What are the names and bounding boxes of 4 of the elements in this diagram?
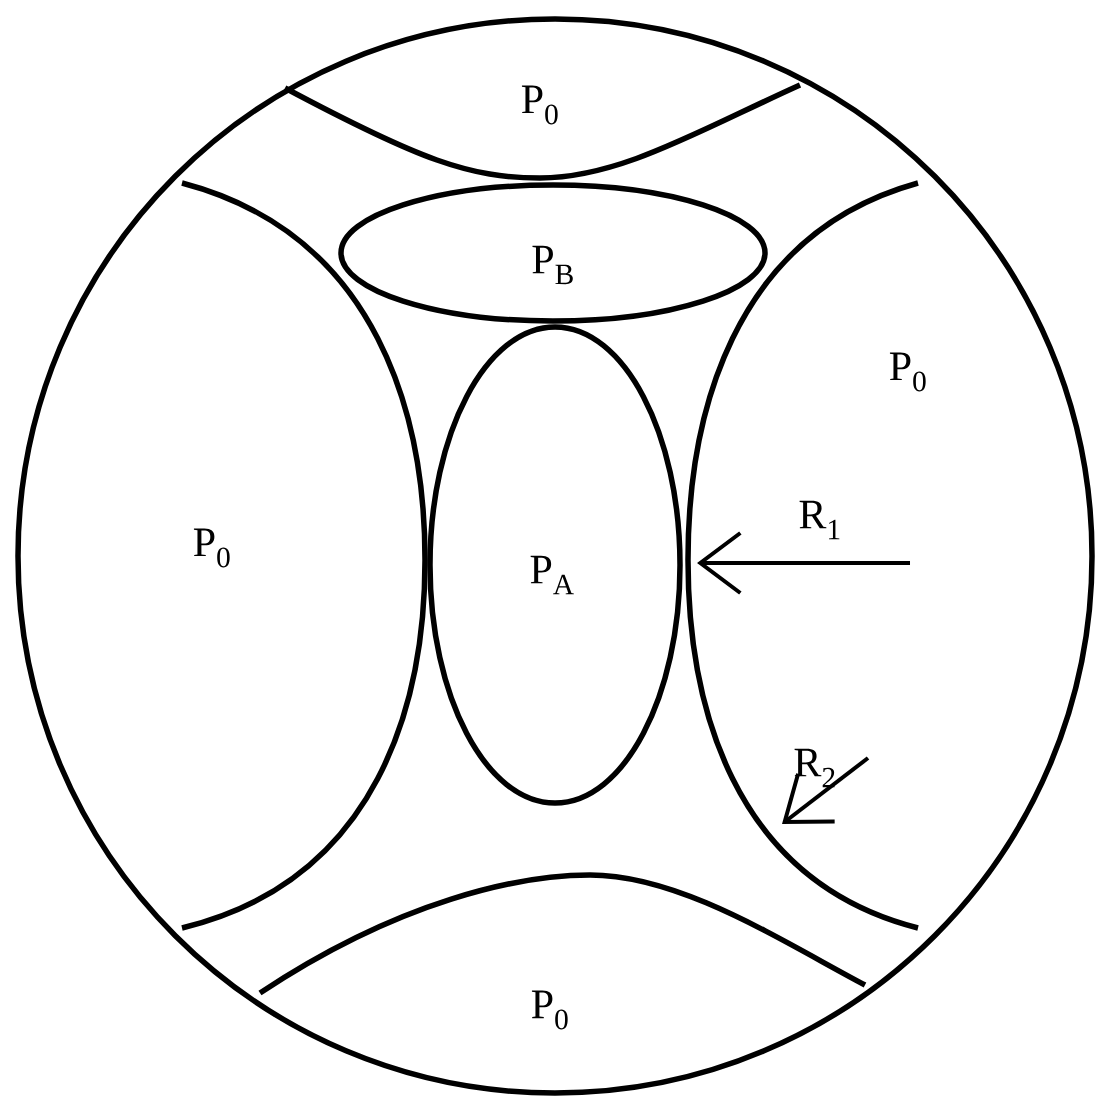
lens-region: P$_{0}$: [283, 82, 802, 181]
side-region: P$_{0}$: [181, 180, 428, 931]
radius-label: R$_{1}$: [799, 500, 840, 540]
outer-circle: [15, 16, 1095, 1096]
